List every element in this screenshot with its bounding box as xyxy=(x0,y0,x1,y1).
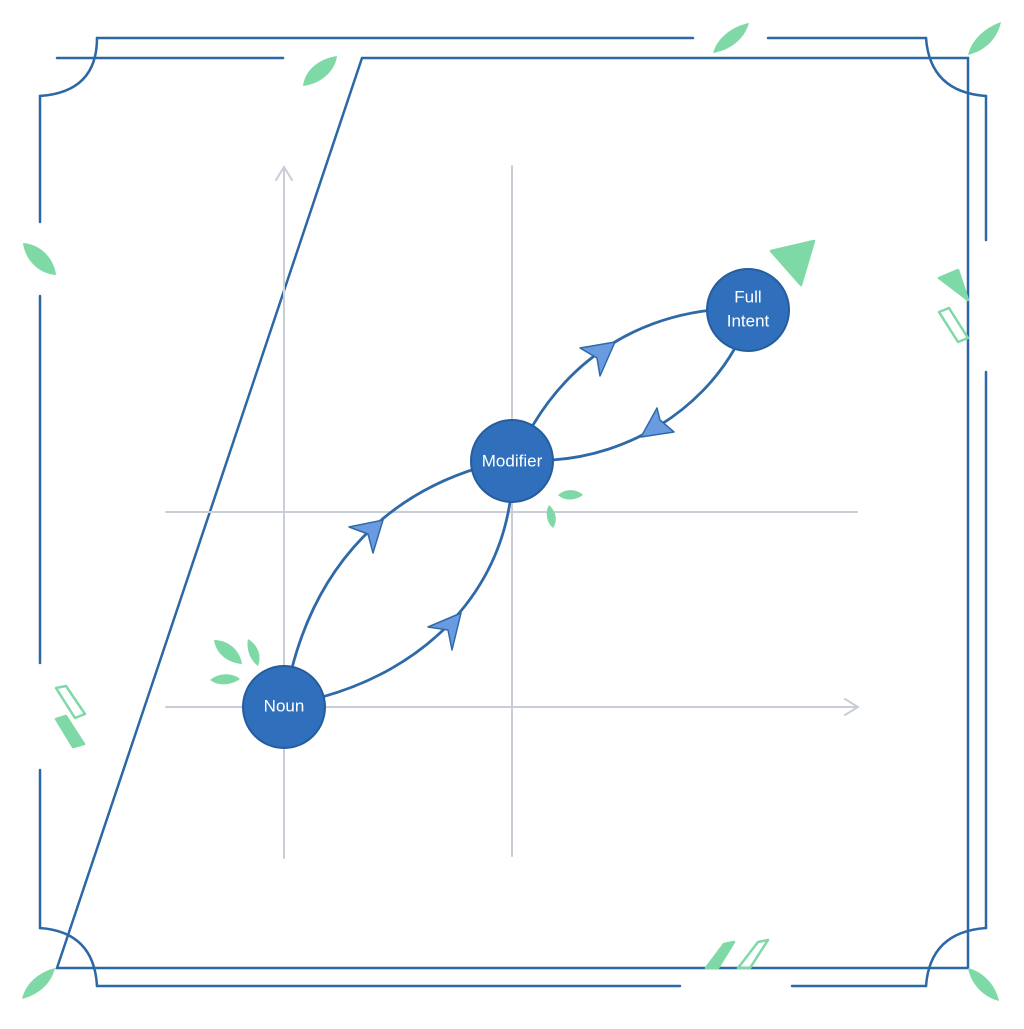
shard-icon xyxy=(937,306,970,344)
leaf-icon xyxy=(214,640,242,664)
arrow-modifier-intent xyxy=(579,341,616,377)
leaf-icon xyxy=(968,968,999,1001)
edge-arrows xyxy=(348,341,675,651)
leaf-icon xyxy=(713,23,749,53)
leaf-icon xyxy=(23,243,56,275)
frame-top-corner-right xyxy=(924,36,988,98)
arrow-noun-modifier-upper xyxy=(348,519,384,554)
leaf-icon xyxy=(210,674,240,685)
leaf-icon xyxy=(22,968,55,999)
node-full-intent-label-line1: Full xyxy=(734,287,761,306)
node-noun-label: Noun xyxy=(264,696,305,715)
shard-decorations xyxy=(54,239,970,970)
frame-bottom-corner-left xyxy=(38,926,99,988)
arrow-noun-modifier-lower xyxy=(427,612,462,651)
node-noun[interactable]: Noun xyxy=(242,665,326,749)
edges xyxy=(290,308,737,699)
shard-icon xyxy=(54,714,86,749)
node-full-intent-label-line2: Intent xyxy=(727,311,770,330)
shard-icon xyxy=(937,268,970,302)
leaf-icon xyxy=(558,490,583,500)
shard-icon xyxy=(736,938,770,970)
node-modifier[interactable]: Modifier xyxy=(470,419,554,503)
edge-noun-to-modifier-lower xyxy=(320,500,512,699)
x-axis-arrowhead xyxy=(844,698,860,716)
edge-intent-to-modifier-lower xyxy=(550,346,737,462)
leaf-icon xyxy=(247,639,260,666)
leaf-icon xyxy=(968,22,1001,55)
y-axis-arrowhead xyxy=(275,165,293,181)
leaf-icon xyxy=(303,56,337,86)
node-full-intent[interactable]: Full Intent xyxy=(706,268,790,352)
frame-bottom-corner-right xyxy=(924,926,988,988)
frame-top-corner-left xyxy=(38,36,99,98)
shard-icon xyxy=(54,684,87,720)
edge-noun-to-modifier-upper xyxy=(290,466,480,670)
leaf-decorations xyxy=(22,22,1001,1001)
node-modifier-label: Modifier xyxy=(482,451,543,470)
leaf-icon xyxy=(546,505,556,528)
shard-icon xyxy=(769,239,816,287)
decorative-frame xyxy=(38,36,988,988)
arrow-intent-modifier xyxy=(640,407,675,438)
shard-icon xyxy=(704,940,736,970)
